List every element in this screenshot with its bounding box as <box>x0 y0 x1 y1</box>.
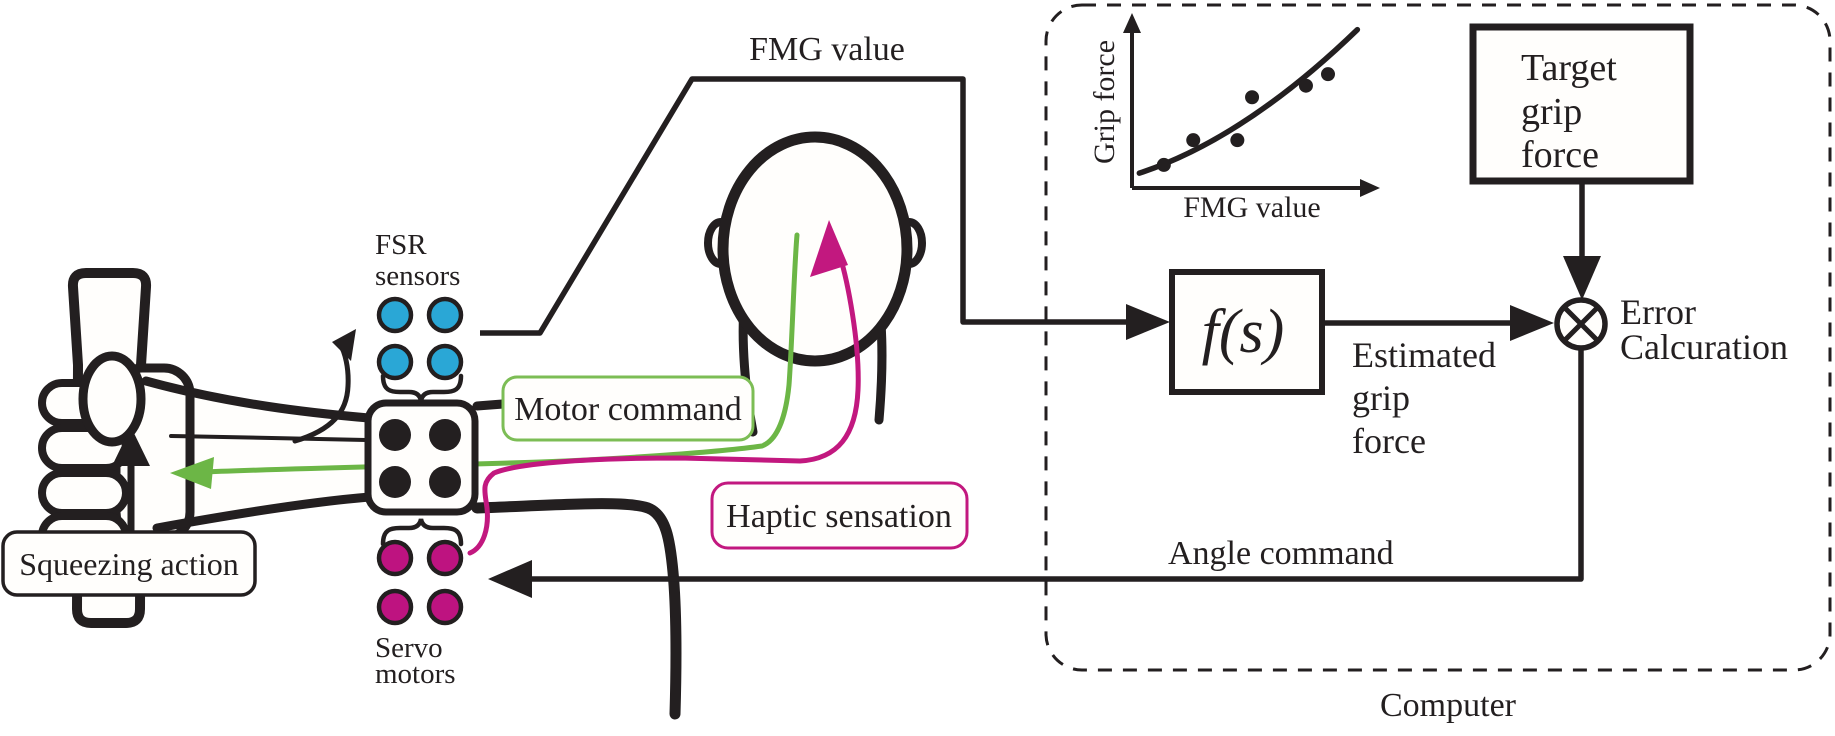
sensor-band <box>364 399 479 516</box>
squeezing-action-label: Squeezing action <box>19 546 238 582</box>
fsr-brace <box>380 373 464 402</box>
error-label-line1: Error <box>1620 292 1696 332</box>
computer-label: Computer <box>1380 687 1517 724</box>
haptic-sensation-path <box>467 220 861 556</box>
forearm-top-contour <box>141 376 374 423</box>
forearm-bottom-contour <box>152 492 375 533</box>
data-point <box>1186 133 1201 148</box>
arm-band <box>364 399 479 516</box>
fmg-arrow-head <box>1126 304 1170 340</box>
motor-command-box <box>501 375 755 442</box>
finger <box>38 469 130 517</box>
fs-box <box>1169 269 1325 395</box>
target-label-line3: force <box>1521 134 1599 176</box>
error-calculation-node: Error Calcuration <box>1554 292 1788 367</box>
servo-motor-dot <box>426 588 464 626</box>
press-direction-arrow <box>292 329 356 444</box>
motor-command-arrow-head <box>170 457 214 489</box>
otimes-x-line <box>1562 305 1600 343</box>
fmg-value-label: FMG value <box>749 31 905 68</box>
chart-ylabel: Grip force <box>1088 40 1121 164</box>
computer-dashed-box <box>1044 3 1832 672</box>
estimated-label-line2: grip <box>1352 378 1410 418</box>
angle-command-label: Angle command <box>1168 535 1394 572</box>
band-dot <box>429 466 461 498</box>
haptic-sensation-label: Haptic sensation <box>726 498 952 535</box>
servo-label-line2: motors <box>375 658 456 690</box>
fmg-value-line <box>480 76 1132 336</box>
angle-command-arrow <box>488 560 532 598</box>
chart-y-axis-arrow <box>1123 13 1141 33</box>
data-point <box>1156 157 1171 172</box>
motor-command-label: Motor command <box>514 391 742 428</box>
haptic-sensation-box <box>710 481 969 550</box>
servo-brace <box>380 518 464 547</box>
press-arrow-curve <box>292 341 351 444</box>
fsr-sensors-group: FSR sensors <box>375 229 464 402</box>
calibration-chart: Grip force FMG value <box>1088 13 1380 224</box>
fsr-label-line1: FSR <box>375 229 427 261</box>
squeezing-action-callout: Squeezing action <box>1 530 257 597</box>
fs-output-arrow <box>1510 305 1554 341</box>
press-arrow-head <box>332 329 356 361</box>
data-point <box>1245 90 1260 105</box>
angle-command-feedback: Angle command <box>488 348 1584 598</box>
target-grip-force-block: Target grip force <box>1469 23 1694 300</box>
haptic-sensation-line <box>467 247 861 556</box>
forearm-shape <box>146 381 369 528</box>
band-dot <box>429 419 461 451</box>
fsr-sensor-dot <box>376 296 414 334</box>
servo-motor-dot <box>376 588 414 626</box>
squeezing-action-box <box>1 530 257 597</box>
chart-x-axis-arrow <box>1360 179 1380 197</box>
band-dot <box>379 466 411 498</box>
thumb <box>78 351 146 447</box>
squeeze-arrow-head <box>112 427 150 466</box>
estimated-label-line3: force <box>1352 421 1426 461</box>
fs-function-block: f(s) Estimated grip force <box>1169 269 1554 461</box>
servo-label-line1: Servo <box>375 632 443 664</box>
haptic-sensation-callout: Haptic sensation <box>710 481 969 550</box>
fsr-label-line2: sensors <box>375 260 460 292</box>
haptic-arrow-head <box>810 220 848 277</box>
target-label-line1: Target <box>1521 47 1617 89</box>
error-label-line2: Calcuration <box>1620 327 1788 367</box>
computer-container: Computer <box>1044 3 1832 724</box>
target-label-line2: grip <box>1521 91 1582 133</box>
fmg-value-link: FMG value <box>480 31 1170 340</box>
angle-command-line <box>525 348 1584 582</box>
servo-motor-dot <box>376 539 414 577</box>
fs-label: f(s) <box>1202 298 1285 366</box>
elbow-curve <box>471 498 682 720</box>
fsr-sensor-dot <box>376 343 414 381</box>
servo-motor-dot <box>426 539 464 577</box>
head-outline <box>717 131 913 367</box>
motor-command-callout: Motor command <box>501 375 755 442</box>
target-to-error-arrow <box>1563 256 1601 300</box>
estimated-label-line1: Estimated <box>1352 335 1496 375</box>
servo-motors-group: Servo motors <box>375 518 464 690</box>
data-point <box>1321 67 1335 82</box>
forearm-inner-line <box>169 434 368 442</box>
fsr-sensor-dot <box>426 343 464 381</box>
data-point <box>1230 133 1245 148</box>
hand-arm-illustration <box>38 268 682 720</box>
scatter-points <box>1156 67 1335 172</box>
user-head <box>704 131 926 437</box>
fsr-sensor-dot <box>426 296 464 334</box>
data-point <box>1298 78 1313 93</box>
band-dot <box>379 419 411 451</box>
chart-xlabel: FMG value <box>1183 191 1321 224</box>
